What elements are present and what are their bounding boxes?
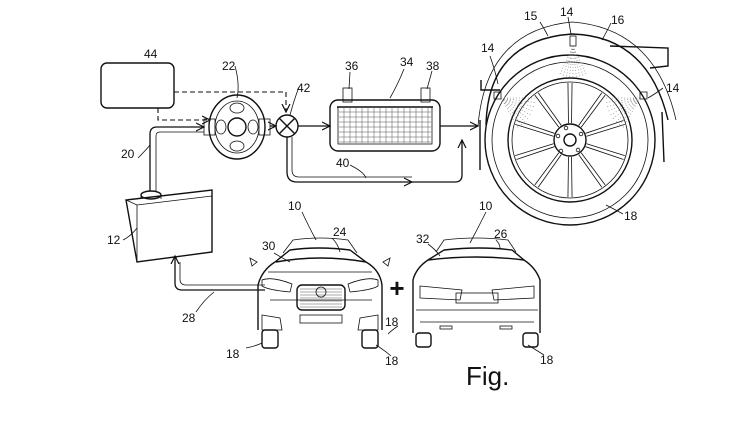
reference-numerals: 44 22 42 36 34 38 40 20 12 28 10 10 30 2… (107, 5, 680, 391)
tank-12 (125, 189, 213, 263)
piping (149, 126, 478, 291)
ref-20: 20 (121, 147, 135, 161)
ref-18-wheel: 18 (624, 209, 638, 223)
ref-40: 40 (336, 156, 350, 170)
ref-42: 42 (297, 81, 311, 95)
ref-10-right: 10 (479, 199, 493, 213)
plus-sign: + (389, 273, 404, 303)
ref-26: 26 (494, 227, 508, 241)
ref-30: 30 (262, 239, 276, 253)
ref-15: 15 (524, 9, 538, 23)
ref-38: 38 (426, 59, 440, 73)
heater-34 (329, 87, 441, 152)
ref-24: 24 (333, 225, 347, 239)
ref-34: 34 (400, 55, 414, 69)
valve-42 (275, 114, 299, 138)
control-signal-lines (157, 91, 286, 120)
car-front-view (249, 237, 391, 349)
ref-10-left: 10 (288, 199, 302, 213)
leader-lines (122, 16, 664, 357)
ref-18-rear-left: 18 (385, 315, 399, 329)
ref-14-top: 14 (560, 5, 574, 19)
ref-18-front-left: 18 (226, 347, 240, 361)
figure-caption: Fig. (466, 361, 509, 391)
ref-18-front-right: 18 (385, 354, 399, 368)
pump-22 (203, 94, 271, 160)
ref-18-rear-right: 18 (540, 353, 554, 367)
plus-symbol: + (389, 273, 404, 303)
wheel-assembly (477, 21, 677, 226)
ref-14-right: 14 (666, 81, 680, 95)
ref-44: 44 (144, 47, 158, 61)
ref-28: 28 (182, 311, 196, 325)
ref-16: 16 (611, 13, 625, 27)
ref-36: 36 (345, 59, 359, 73)
control-unit-44 (100, 62, 175, 109)
ref-22: 22 (222, 59, 236, 73)
ref-14-left: 14 (481, 41, 495, 55)
car-rear-view (412, 237, 541, 348)
ref-32: 32 (416, 232, 430, 246)
ref-12: 12 (107, 233, 121, 247)
